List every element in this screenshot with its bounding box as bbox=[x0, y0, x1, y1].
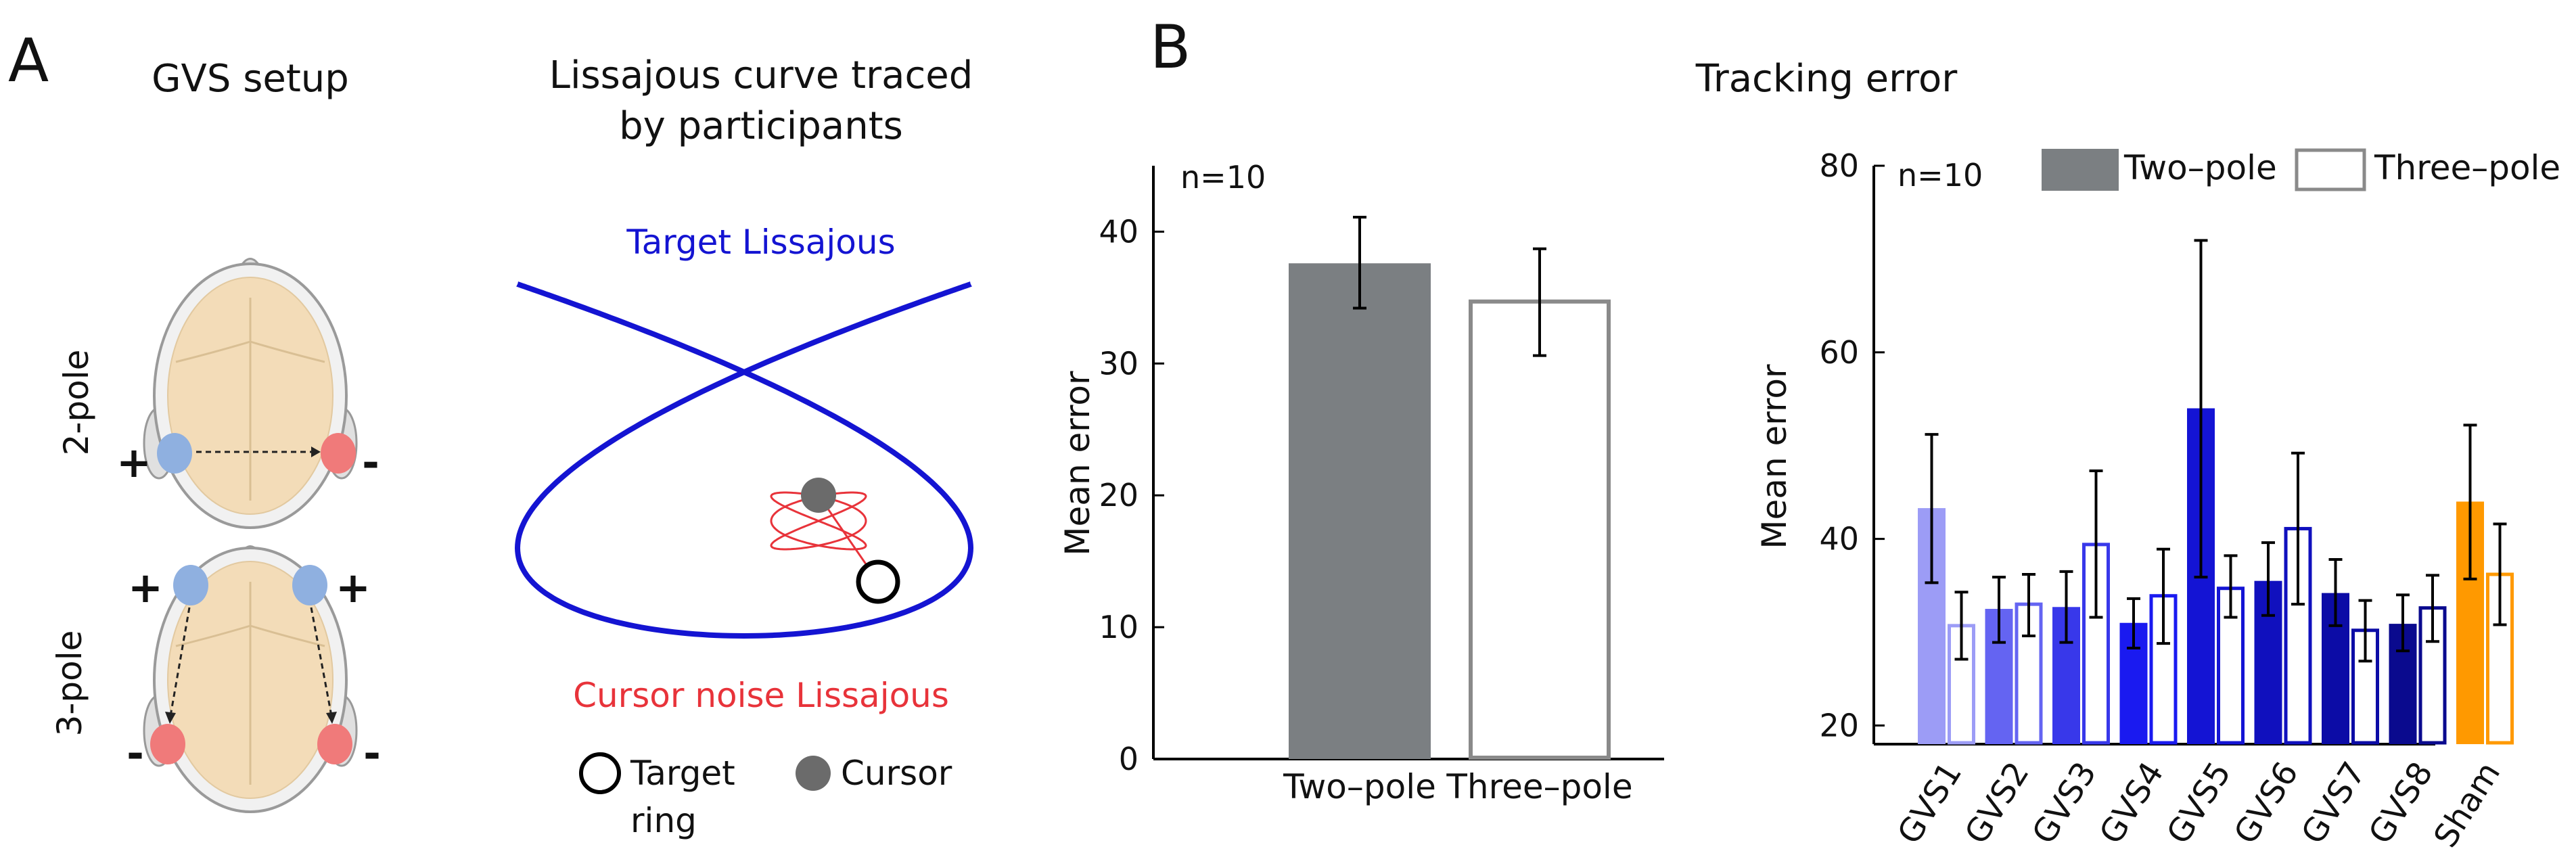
cathode-electrode bbox=[321, 433, 356, 474]
tracking-error-title: Tracking error bbox=[1695, 57, 1958, 101]
bar-two-pole bbox=[1289, 263, 1431, 759]
two-pole-head bbox=[143, 258, 358, 529]
target-ring bbox=[856, 559, 900, 604]
x-tick-label-gvs1: GVS1 bbox=[1890, 756, 1969, 849]
skull-sutures bbox=[175, 298, 325, 501]
cathode-electrode-left bbox=[150, 724, 185, 764]
y-tick-label-0: 0 bbox=[1119, 741, 1138, 777]
bar-gvs6-three-pole bbox=[2284, 526, 2312, 745]
cursor-noise-lissajous-label: Cursor noise Lissajous bbox=[573, 676, 949, 715]
n-label: n=10 bbox=[1180, 159, 1266, 196]
legend-target-ring-icon bbox=[579, 752, 621, 794]
skull-sutures bbox=[175, 582, 325, 785]
cursor-dot bbox=[801, 478, 836, 513]
arrow-head bbox=[311, 446, 321, 457]
anode-electrode-left bbox=[173, 565, 208, 605]
lissajous-title-line1: Lissajous curve traced bbox=[549, 53, 973, 97]
y-axis-label: Mean error bbox=[1058, 371, 1097, 556]
bar-gvs1-three-pole bbox=[1948, 624, 1975, 745]
plus-sign-left: + bbox=[128, 563, 163, 612]
bar-three-pole bbox=[1469, 299, 1611, 760]
y-tick-label-60: 60 bbox=[1819, 334, 1859, 371]
x-tick-label-0: Two–pole bbox=[1283, 767, 1436, 806]
y-tick-label-40: 40 bbox=[1099, 213, 1138, 250]
plus-sign: + bbox=[116, 438, 152, 487]
x-tick-label-gvs6: GVS6 bbox=[2227, 756, 2306, 849]
three-pole-label: 3-pole bbox=[50, 630, 89, 737]
y-tick-label-30: 30 bbox=[1099, 345, 1138, 382]
y-tick-label-10: 10 bbox=[1099, 609, 1138, 645]
cathode-electrode-right bbox=[317, 724, 352, 764]
y-ticks: 20 40 60 80 bbox=[1819, 147, 1885, 743]
anode-electrode bbox=[157, 433, 192, 474]
gvs-setup-title: GVS setup bbox=[152, 57, 349, 101]
panel-b-letter: B bbox=[1150, 12, 1191, 82]
y-axis-label: Mean error bbox=[1755, 364, 1794, 549]
minus-sign: - bbox=[362, 438, 380, 487]
x-tick-label-gvs5: GVS5 bbox=[2159, 756, 2238, 849]
legend-target-ring-line1: Target bbox=[630, 754, 735, 793]
bars: Two–pole Three–pole bbox=[1283, 216, 1633, 806]
legend-two-pole-label: Two–pole bbox=[2123, 148, 2277, 187]
y-tick-label-80: 80 bbox=[1819, 147, 1859, 184]
x-tick-label-gvs2: GVS2 bbox=[1958, 756, 2037, 849]
minus-sign-right: - bbox=[363, 729, 381, 778]
x-tick-label-gvs3: GVS3 bbox=[2025, 756, 2104, 849]
legend-two-pole-swatch bbox=[2042, 149, 2119, 191]
panel-a-letter: A bbox=[8, 26, 49, 95]
n-label: n=10 bbox=[1898, 157, 1983, 193]
y-ticks: 0 10 20 30 40 bbox=[1099, 213, 1164, 777]
x-tick-label-gvs4: GVS4 bbox=[2092, 756, 2171, 849]
target-lissajous-curve bbox=[514, 281, 974, 639]
y-tick-label-40: 40 bbox=[1819, 521, 1859, 557]
minus-sign-left: - bbox=[127, 729, 144, 778]
y-tick-label-20: 20 bbox=[1819, 707, 1859, 743]
x-tick-label-sham: Sham bbox=[2426, 756, 2508, 849]
y-tick-label-20: 20 bbox=[1099, 477, 1138, 513]
x-tick-label-gvs7: GVS7 bbox=[2294, 756, 2373, 849]
arrow-head bbox=[165, 712, 176, 724]
legend-cursor-label: Cursor bbox=[841, 754, 952, 793]
plus-sign-right: + bbox=[336, 563, 371, 612]
legend-cursor-icon bbox=[796, 756, 831, 791]
legend-target-ring-line2: ring bbox=[630, 801, 697, 840]
lissajous-title-line2: by participants bbox=[619, 104, 903, 148]
two-pole-label: 2-pole bbox=[57, 350, 96, 456]
summary-bar-chart: n=10 Mean error 0 10 20 30 40 Two–pole Three–… bbox=[1058, 159, 1664, 806]
arrow-head bbox=[326, 712, 337, 724]
legend: Two–pole Three–pole bbox=[2042, 148, 2560, 191]
legend-three-pole-label: Three–pole bbox=[2374, 148, 2560, 187]
target-lissajous-label: Target Lissajous bbox=[626, 223, 895, 262]
legend-three-pole-swatch bbox=[2295, 148, 2366, 191]
anode-electrode-right bbox=[292, 565, 327, 605]
x-tick-label-1: Three–pole bbox=[1446, 767, 1632, 806]
